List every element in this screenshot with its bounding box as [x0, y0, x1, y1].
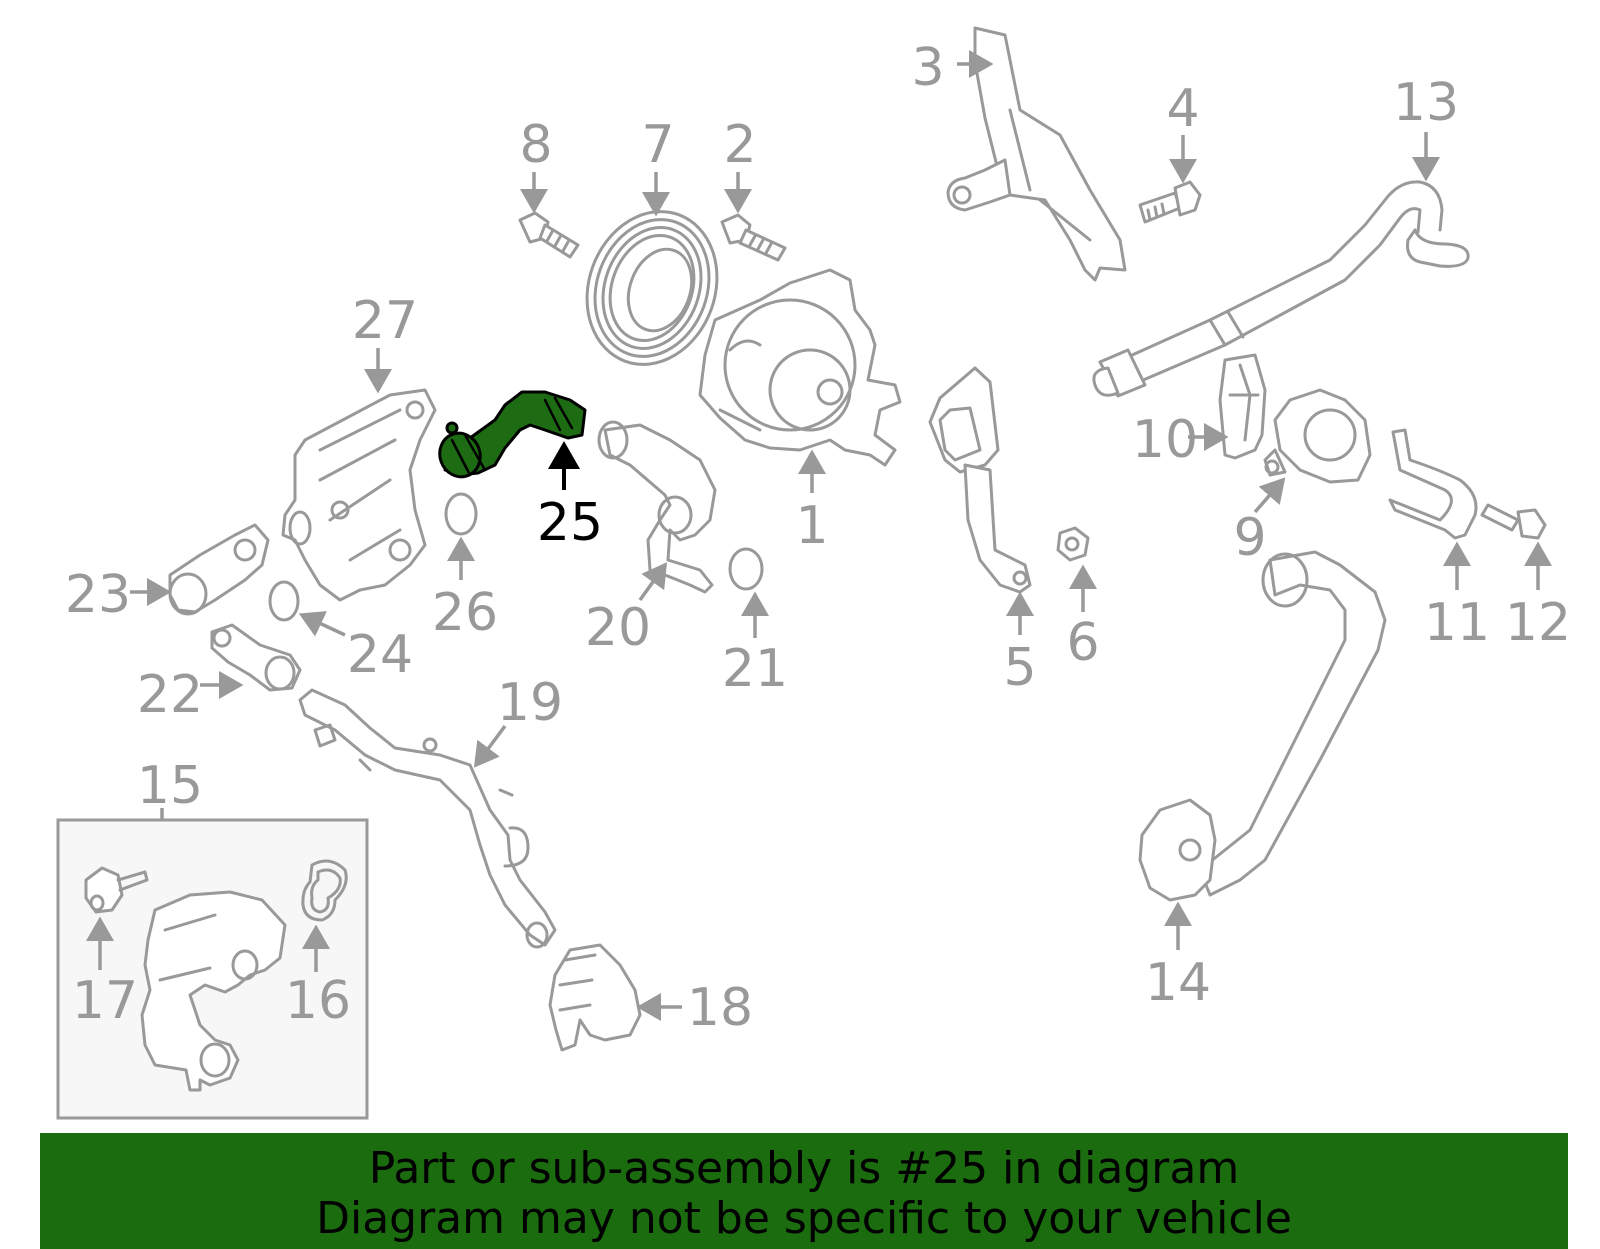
callout-10: 10	[1132, 410, 1198, 470]
part-12-bolt	[1480, 503, 1547, 540]
callout-2: 2	[723, 115, 756, 175]
part-27-housing	[281, 388, 437, 602]
callout-19: 19	[497, 673, 563, 733]
leader-9	[1253, 477, 1286, 514]
callout-8: 8	[519, 115, 552, 175]
callout-7: 7	[641, 115, 674, 175]
part-24-oring	[268, 580, 300, 622]
part-9-aux-pump	[1263, 388, 1372, 484]
callout-25: 25	[537, 493, 603, 553]
part-11-bracket	[1388, 428, 1478, 540]
part-10-bracket	[1218, 353, 1267, 460]
part-13-pipe	[1092, 180, 1470, 398]
leader-19	[473, 724, 507, 768]
callout-24: 24	[347, 625, 413, 685]
callout-20: 20	[585, 598, 651, 658]
callout-27: 27	[352, 291, 418, 351]
part-21-oring	[728, 547, 764, 591]
callout-23: 23	[65, 565, 131, 625]
part-16-gasket	[301, 859, 348, 922]
callout-12: 12	[1505, 593, 1571, 653]
callout-26: 26	[432, 583, 498, 643]
callout-11: 11	[1424, 593, 1490, 653]
callout-14: 14	[1145, 953, 1211, 1013]
part-5-bracket	[928, 366, 1032, 594]
part-22-fitting	[210, 623, 302, 692]
part-4-bolt	[1138, 180, 1202, 224]
callout-1: 1	[795, 496, 828, 556]
callout-22: 22	[137, 665, 203, 725]
callout-4: 4	[1166, 79, 1199, 139]
banner-line-part: Part or sub-assembly is #25 in diagram	[368, 1143, 1240, 1194]
part-14-hose	[1138, 550, 1387, 902]
part-15-thermostat-assembly	[140, 890, 287, 1092]
callout-17: 17	[72, 971, 138, 1031]
callout-21: 21	[722, 639, 788, 699]
part-17-sensor	[84, 866, 149, 914]
part-7-pulley	[585, 210, 719, 366]
banner-line-disclaimer: Diagram may not be specific to your vehi…	[316, 1193, 1292, 1244]
callout-9: 9	[1233, 508, 1266, 568]
callout-13: 13	[1393, 73, 1459, 133]
callout-5: 5	[1003, 638, 1036, 698]
callout-16: 16	[285, 971, 351, 1031]
part-18-elbow	[548, 943, 642, 1052]
info-banner: Part or sub-assembly is #25 in diagram D…	[40, 1133, 1568, 1249]
part-26-oring	[444, 492, 478, 536]
part-8-bolt	[518, 211, 580, 259]
part-25-hose-highlighted	[438, 390, 587, 479]
part-1-water-pump	[698, 268, 902, 467]
part-23-fitting	[168, 523, 270, 616]
callout-18: 18	[687, 978, 753, 1038]
part-6-nut	[1056, 526, 1090, 562]
part-20-pipe	[597, 420, 717, 594]
part-2-bolt	[720, 213, 787, 262]
part-19-pipe	[298, 688, 557, 949]
leader-20	[638, 562, 668, 602]
callout-6: 6	[1066, 613, 1099, 673]
part-3-bracket	[946, 26, 1127, 282]
callout-3: 3	[911, 38, 944, 98]
leader-24	[298, 611, 346, 637]
callout-15: 15	[137, 756, 203, 816]
